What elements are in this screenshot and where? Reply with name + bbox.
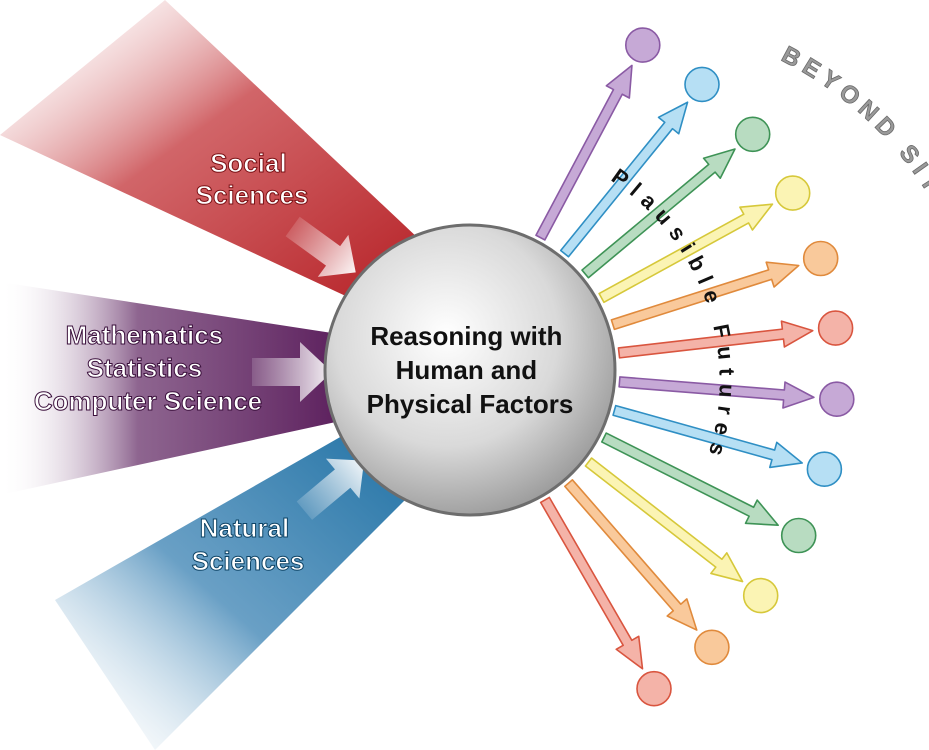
mathematics-line-1: Mathematics bbox=[66, 320, 224, 350]
future-arrow-8 bbox=[612, 404, 803, 469]
future-outcome-circle-8 bbox=[806, 451, 843, 488]
future-arrow-12 bbox=[539, 496, 644, 670]
mathematics-line-3: Computer Science bbox=[34, 386, 262, 416]
social-sciences-label: Social Sciences bbox=[196, 148, 309, 210]
future-arrow-1 bbox=[535, 64, 633, 241]
center-title-line-2: Human and bbox=[396, 355, 538, 385]
center-title-line-1: Reasoning with bbox=[370, 321, 562, 351]
math-inflow-arrow bbox=[252, 342, 332, 402]
center-sphere bbox=[323, 223, 617, 517]
future-arrow-11 bbox=[564, 479, 698, 631]
future-outcome-circle-9 bbox=[780, 517, 817, 554]
social-inflow-arrow bbox=[285, 216, 356, 277]
future-arrow-2 bbox=[559, 101, 689, 258]
future-outcome-circle-6 bbox=[817, 310, 854, 346]
future-outcome-circle-3 bbox=[734, 116, 771, 153]
future-arrow-3 bbox=[581, 148, 736, 279]
mathematics-wedge bbox=[0, 282, 345, 495]
future-arrow-10 bbox=[584, 457, 744, 583]
natural-sciences-label: Natural Sciences bbox=[192, 513, 305, 576]
social-sciences-line-1: Social bbox=[210, 148, 287, 178]
social-sciences-line-2: Sciences bbox=[196, 180, 309, 210]
future-outcome-circle-12 bbox=[636, 670, 672, 707]
natural-sciences-line-2: Sciences bbox=[192, 546, 305, 576]
future-outcome-circle-5 bbox=[802, 240, 839, 277]
future-outcome-circle-7 bbox=[818, 381, 855, 418]
natural-inflow-arrow bbox=[296, 458, 365, 520]
future-arrow-9 bbox=[600, 432, 779, 527]
future-outcome-circle-1 bbox=[624, 27, 661, 63]
center-title: Reasoning with Human and Physical Factor… bbox=[367, 321, 574, 419]
mathematics-line-2: Statistics bbox=[87, 353, 203, 383]
future-outcome-circle-11 bbox=[694, 629, 730, 666]
future-arrow-4 bbox=[598, 203, 774, 304]
future-arrow-7 bbox=[618, 376, 815, 409]
future-outcome-circle-10 bbox=[742, 577, 779, 614]
mathematics-label: Mathematics Statistics Computer Science bbox=[34, 320, 262, 416]
future-outcome-circle-4 bbox=[774, 175, 811, 211]
future-arrow-5 bbox=[610, 261, 800, 331]
plausible-futures-group bbox=[535, 27, 855, 707]
center-title-line-3: Physical Factors bbox=[367, 389, 574, 419]
natural-sciences-line-1: Natural bbox=[200, 513, 290, 543]
future-arrow-6 bbox=[617, 320, 814, 359]
future-outcome-circle-2 bbox=[684, 66, 720, 103]
